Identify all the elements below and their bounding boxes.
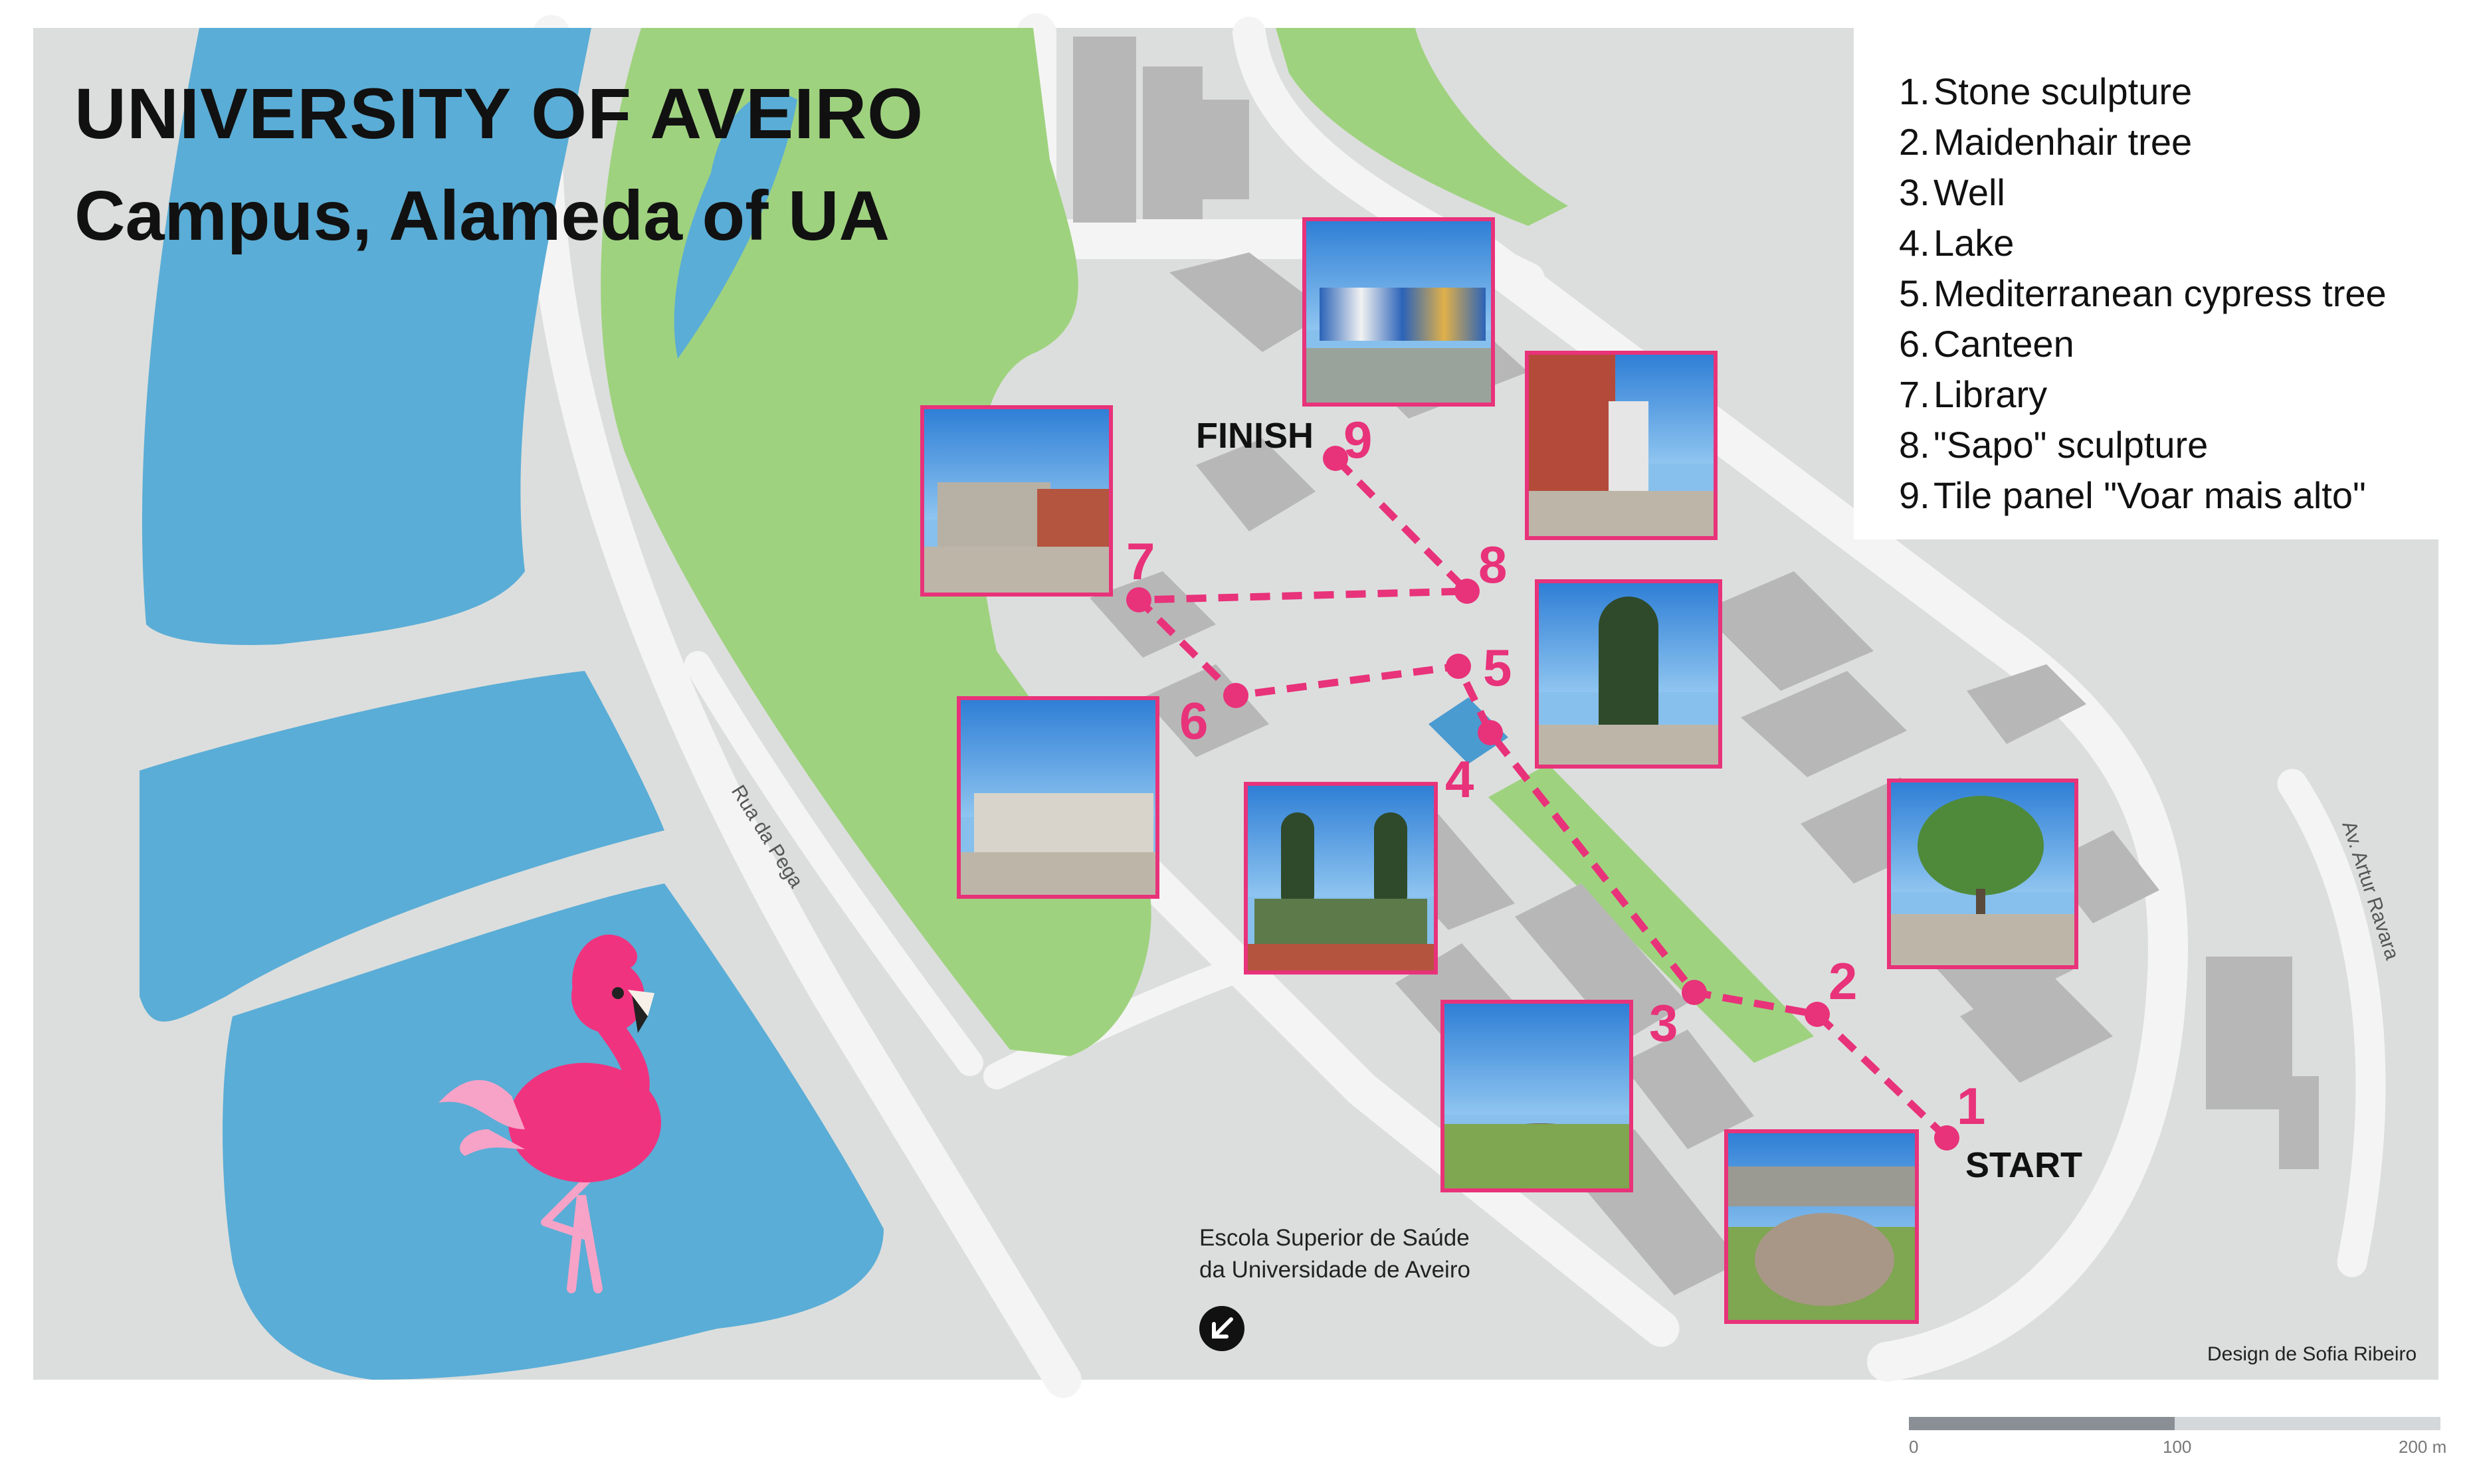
legend-label: Lake (1933, 222, 2015, 264)
photo-ground (924, 547, 1109, 593)
photo-stone-sculpture (1724, 1129, 1919, 1324)
stop-label-7: 7 (1126, 532, 1155, 591)
legend-number: 4. (1899, 222, 1930, 264)
legend-number: 5. (1899, 272, 1930, 314)
stop-point-5 (1446, 654, 1471, 679)
cypress-tree-right (1374, 812, 1407, 912)
legend-item: 7.Library (1899, 369, 2450, 420)
photo-ground (1891, 914, 2074, 965)
legend-item: 6.Canteen (1899, 319, 2450, 369)
school-label: Escola Superior de Saúde da Universidade… (1199, 1222, 1470, 1286)
flamingo-icon (439, 935, 661, 1293)
legend-label: Mediterranean cypress tree (1933, 272, 2387, 314)
scale-tick-0: 0 (1909, 1437, 1919, 1457)
design-credit: Design de Sofia Ribeiro (2207, 1343, 2417, 1365)
legend-item: 9.Tile panel "Voar mais alto" (1899, 470, 2450, 521)
photo-sapo-sculpture (1525, 351, 1718, 540)
legend-number: 7. (1899, 373, 1930, 415)
photo-sky (1444, 1004, 1629, 1115)
lake-water (1254, 899, 1427, 952)
stop-point-9 (1323, 446, 1348, 471)
finish-label: FINISH (1196, 416, 1314, 456)
legend-number: 1. (1899, 70, 1930, 112)
legend-item: 1.Stone sculpture (1899, 66, 2450, 117)
arrow-down-left-icon (1199, 1306, 1244, 1351)
photo-cypress-tree (1535, 579, 1722, 769)
legend-label: Well (1933, 171, 2005, 213)
legend-label: Canteen (1933, 323, 2074, 365)
legend-number: 8. (1899, 424, 1930, 466)
photo-ground (1539, 724, 1718, 765)
route-stops (1126, 446, 1959, 1151)
stop-label-4: 4 (1445, 750, 1474, 808)
school-label-line1: Escola Superior de Saúde (1199, 1225, 1470, 1251)
stop-label-8: 8 (1478, 535, 1508, 594)
lake-edge (1248, 944, 1434, 971)
legend-label: Library (1933, 373, 2048, 415)
photo-lake (1244, 782, 1438, 974)
tile-panel-mural (1320, 288, 1486, 341)
scale-tick-200: 200 m (2399, 1437, 2447, 1457)
stop-label-6: 6 (1179, 692, 1209, 750)
legend-item: 8."Sapo" sculpture (1899, 420, 2450, 470)
map-title: UNIVERSITY OF AVEIRO (74, 73, 924, 153)
legend-number: 6. (1899, 323, 1930, 365)
canteen-building (974, 793, 1153, 860)
pond (674, 93, 797, 359)
stone-sculpture (1755, 1213, 1894, 1306)
lake-marker (1429, 697, 1508, 764)
photo-library (920, 405, 1113, 597)
legend-item: 3.Well (1899, 167, 2450, 218)
stop-label-3: 3 (1649, 994, 1678, 1052)
legend-item: 5.Mediterranean cypress tree (1899, 268, 2450, 319)
photo-well (1440, 1000, 1633, 1192)
ginkgo-tree (1918, 796, 2044, 895)
stop-point-7 (1126, 587, 1151, 612)
library-building (938, 482, 1050, 555)
stop-point-3 (1682, 980, 1707, 1005)
map-subtitle: Campus, Alameda of UA (74, 177, 890, 255)
legend-number: 3. (1899, 171, 1930, 213)
photo-ground (1529, 490, 1714, 536)
photo-ground (1444, 1123, 1629, 1188)
legend-label: Stone sculpture (1933, 70, 2193, 112)
legend-number: 2. (1899, 121, 1930, 163)
stop-point-1 (1934, 1125, 1959, 1151)
stop-label-5: 5 (1483, 638, 1512, 697)
cypress-tree (1599, 597, 1658, 749)
legend-item: 2.Maidenhair tree (1899, 117, 2450, 167)
photo-ground (1306, 348, 1491, 403)
stop-label-1: 1 (1957, 1077, 1986, 1135)
legend-list: 1.Stone sculpture 2.Maidenhair tree 3.We… (1854, 28, 2450, 521)
scale-tick-100: 100 (2163, 1437, 2192, 1457)
legend-panel: 1.Stone sculpture 2.Maidenhair tree 3.We… (1854, 28, 2450, 539)
photo-maidenhair-tree (1887, 779, 2078, 969)
legend-label: "Sapo" sculpture (1933, 424, 2209, 466)
stop-point-6 (1223, 683, 1248, 708)
photo-ground (961, 852, 1155, 895)
stop-point-2 (1805, 1002, 1830, 1027)
background-building (1728, 1166, 1915, 1206)
stop-point-4 (1478, 720, 1503, 745)
photo-canteen (957, 696, 1159, 899)
photo-tile-panel (1302, 217, 1495, 407)
legend-label: Tile panel "Voar mais alto" (1933, 474, 2366, 516)
stop-label-9: 9 (1343, 411, 1373, 469)
stop-label-2: 2 (1829, 952, 1858, 1010)
legend-item: 4.Lake (1899, 218, 2450, 268)
school-label-line2: da Universidade de Aveiro (1199, 1257, 1470, 1283)
stop-point-8 (1454, 579, 1480, 604)
legend-number: 9. (1899, 474, 1930, 516)
cypress-tree-left (1281, 812, 1314, 912)
start-label: START (1965, 1145, 2082, 1185)
legend-label: Maidenhair tree (1933, 121, 2193, 163)
scale-bar (1909, 1417, 2440, 1430)
